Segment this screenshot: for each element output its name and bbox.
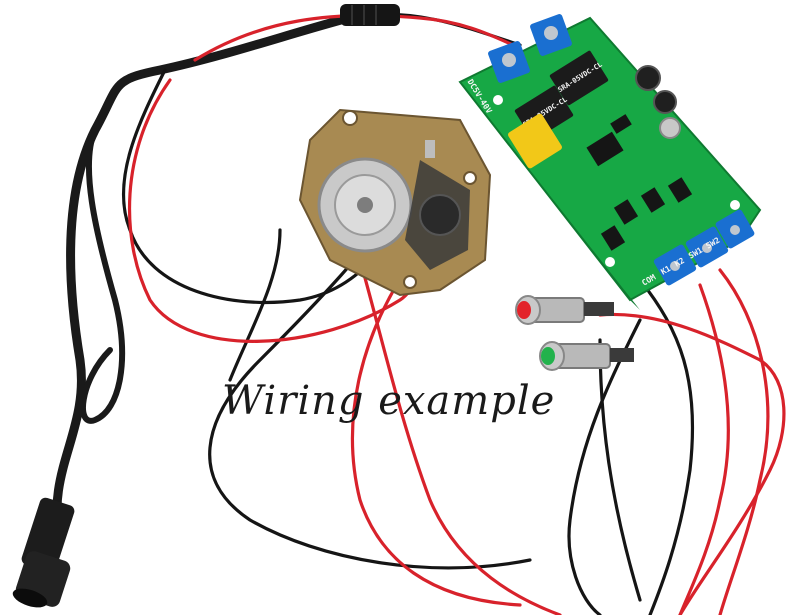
caption-text: Wiring example (222, 378, 556, 424)
input-terminals (488, 14, 572, 83)
transistors (600, 177, 693, 251)
terminal-label-k1: K1 (659, 264, 672, 277)
yellow-capacitor (508, 113, 562, 169)
ic-chip (586, 131, 624, 167)
capacitor-2 (653, 90, 677, 114)
cable-connector (340, 4, 400, 26)
capacitor-3 (659, 117, 681, 139)
dc-barrel-jack (12, 497, 75, 608)
terminal-label-k2: K2 (673, 256, 686, 269)
green-push-button (539, 341, 634, 371)
motor-assembly (298, 108, 492, 297)
output-terminals (653, 209, 755, 286)
capacitor-1 (635, 65, 661, 91)
dc-power-cable (52, 10, 365, 545)
red-push-button (515, 295, 614, 325)
ic-chip-small (610, 114, 632, 134)
relays: SRA-05VDC-CL SRA-05VDC-CL (514, 50, 609, 141)
controller-board: SRA-05VDC-CL SRA-05VDC-CL (458, 14, 762, 310)
